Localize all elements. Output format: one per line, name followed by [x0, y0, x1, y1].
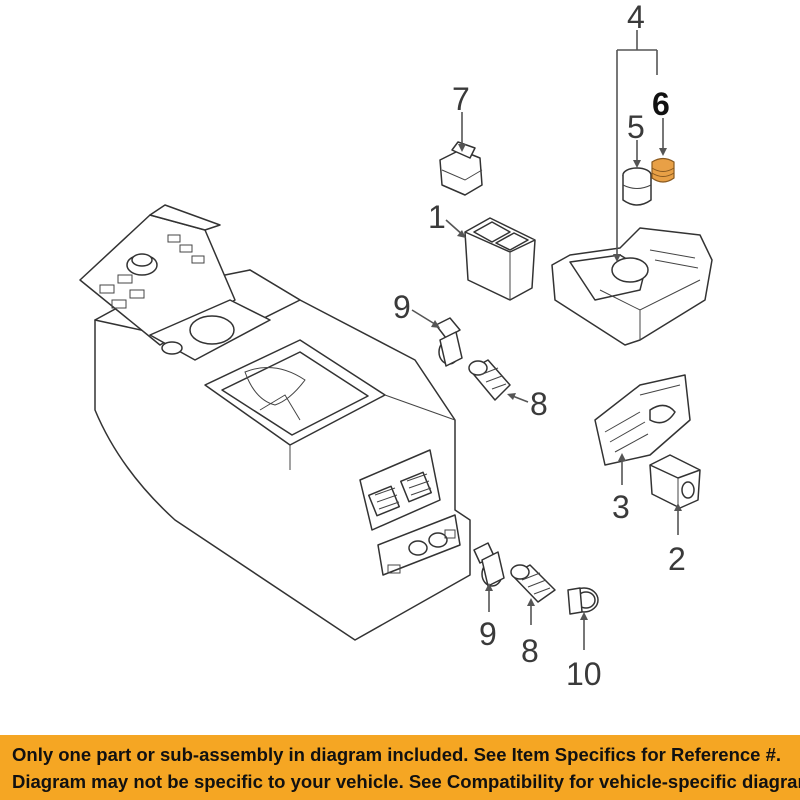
part-10-plug — [567, 587, 599, 615]
callout-10: 10 — [566, 656, 602, 692]
parts-diagram: 7 1 9 8 4 5 6 3 2 9 8 10 — [79, 0, 713, 692]
callout-2: 2 — [668, 541, 686, 577]
center-console-illustration — [79, 204, 471, 641]
callout-6: 6 — [652, 86, 670, 122]
callout-1: 1 — [428, 199, 446, 235]
part-9-upper-bezel — [435, 317, 463, 367]
disclaimer-line-2: Diagram may not be specific to your vehi… — [12, 770, 800, 792]
callout-5: 5 — [627, 109, 645, 145]
part-4-console-tray — [551, 227, 713, 346]
part-6-cap-highlighted — [651, 157, 675, 183]
part-8-upper-socket — [468, 359, 511, 401]
part-2-switch — [649, 454, 701, 509]
part-8-lower-socket — [510, 564, 556, 603]
part-7-switch — [439, 141, 483, 196]
part-9-lower-bezel — [473, 542, 505, 587]
disclaimer-banner: Only one part or sub-assembly in diagram… — [0, 735, 800, 800]
callout-8-lower: 8 — [521, 633, 539, 669]
callout-8-upper: 8 — [530, 386, 548, 422]
disclaimer-line-1: Only one part or sub-assembly in diagram… — [12, 743, 782, 765]
callout-9-lower: 9 — [479, 616, 497, 652]
part-3-bezel — [594, 374, 691, 466]
callout-4: 4 — [627, 0, 645, 35]
callout-7: 7 — [452, 81, 470, 117]
callout-9-upper: 9 — [393, 289, 411, 325]
leader-lines — [411, 30, 682, 650]
part-1-switch-block — [464, 217, 536, 301]
part-5-sleeve — [622, 167, 652, 206]
callout-3: 3 — [612, 489, 630, 525]
